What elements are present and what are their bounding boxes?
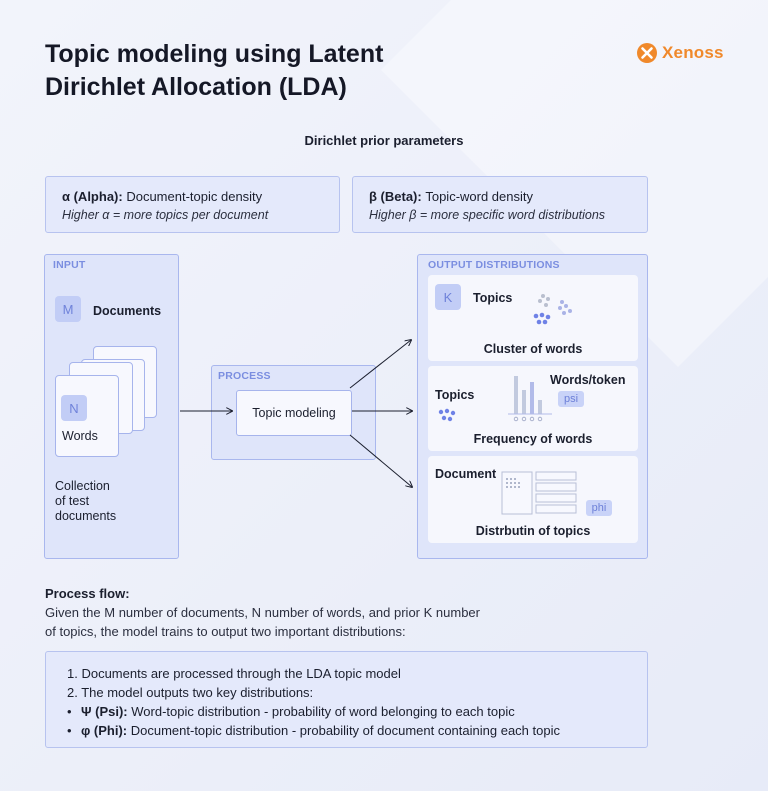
flow-arrows xyxy=(180,330,430,500)
logo-text: Xenoss xyxy=(662,43,724,62)
xenoss-logo: Xenoss xyxy=(636,41,724,65)
output-label: OUTPUT DISTRIBUTIONS xyxy=(428,259,560,271)
document-grid-icon xyxy=(501,471,577,515)
list-item: 1. Documents are processed through the L… xyxy=(67,666,401,681)
psi-card: Topics Words/token psi Frequency of word… xyxy=(428,366,638,451)
page-title: Topic modeling using Latent Dirichlet Al… xyxy=(45,38,445,104)
collection-label: Collection of test documents xyxy=(55,479,117,523)
bullet-icon: • xyxy=(67,723,72,738)
process-label: PROCESS xyxy=(218,370,271,382)
k-badge: K xyxy=(435,284,461,310)
phi-card: Document phi Distrbutin of topics xyxy=(428,456,638,543)
title-line-2: Dirichlet Allocation (LDA) xyxy=(45,73,347,101)
card1-title: Topics xyxy=(473,291,513,305)
card2-caption: Frequency of words xyxy=(473,432,593,446)
words-label: Words xyxy=(62,429,98,443)
card3-caption: Distrbutin of topics xyxy=(475,524,591,538)
bar-chart-icon xyxy=(508,376,552,422)
documents-label: Documents xyxy=(93,304,162,318)
scatter-cluster-icon xyxy=(533,294,572,325)
beta-description: Topic-word density xyxy=(425,189,533,204)
title-line-1: Topic modeling using Latent xyxy=(45,40,384,68)
output-panel: OUTPUT DISTRIBUTIONS K Topics Cluster of… xyxy=(417,254,648,559)
flow-line-2: of topics, the model trains to output tw… xyxy=(45,624,406,639)
phi-tag: phi xyxy=(586,500,612,516)
topic-modeling-label: Topic modeling xyxy=(252,406,336,420)
input-panel: INPUT M Documents N Words Collection of … xyxy=(44,254,179,559)
input-label: INPUT xyxy=(53,259,86,271)
beta-name: β (Beta): xyxy=(369,189,422,204)
steps-list: 1. Documents are processed through the L… xyxy=(45,651,648,748)
priors-heading: Dirichlet prior parameters xyxy=(304,133,464,148)
flow-line-1: Given the M number of documents, N numbe… xyxy=(45,605,480,620)
psi-tag: psi xyxy=(558,391,584,407)
alpha-note: Higher α = more topics per document xyxy=(62,208,269,222)
list-item: 2. The model outputs two key distributio… xyxy=(67,685,314,700)
card2-title: Topics xyxy=(435,388,475,402)
beta-box: β (Beta): Topic-word density Higher β = … xyxy=(352,176,648,233)
n-badge: N xyxy=(61,395,87,421)
alpha-name: α (Alpha): xyxy=(62,189,123,204)
alpha-box: α (Alpha): Document-topic density Higher… xyxy=(45,176,340,233)
list-item: •φ (Phi): Document-topic distribution - … xyxy=(67,723,560,738)
topic-modeling-box: Topic modeling xyxy=(236,390,352,436)
m-badge: M xyxy=(55,296,81,322)
arrow-process-to-topics xyxy=(349,340,411,389)
arrow-process-to-phi xyxy=(349,434,412,487)
list-item: •Ψ (Psi): Word-topic distribution - prob… xyxy=(67,704,515,719)
process-panel: PROCESS Topic modeling xyxy=(211,365,376,460)
alpha-description: Document-topic density xyxy=(126,189,263,204)
card2-right-label: Words/token xyxy=(550,373,626,387)
document-card-front: N Words xyxy=(55,375,119,457)
dot-cluster-icon xyxy=(438,408,456,422)
flow-heading: Process flow: xyxy=(45,586,130,601)
card1-caption: Cluster of words xyxy=(483,342,583,356)
bullet-icon: • xyxy=(67,704,72,719)
beta-note: Higher β = more specific word distributi… xyxy=(369,208,606,222)
card3-title: Document xyxy=(435,467,497,481)
xenoss-logo-icon xyxy=(637,43,657,63)
topics-cluster-card: K Topics Cluster of words xyxy=(428,275,638,361)
flow-description: Given the M number of documents, N numbe… xyxy=(45,603,515,641)
